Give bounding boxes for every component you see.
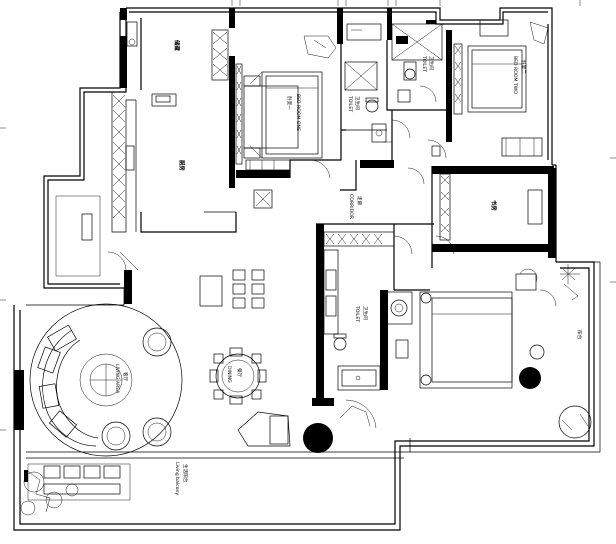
master-balcony-label: 阳台 xyxy=(576,330,583,340)
bedroom-one-en: BED ROOM ONE xyxy=(295,94,301,131)
toilet-one-cn: 卫生间 xyxy=(354,96,361,110)
door-swings xyxy=(119,119,447,271)
balcony-en: Living balcony xyxy=(174,462,180,495)
living-en: LIVING AREA xyxy=(114,364,120,394)
toilet-one-en: TOILET xyxy=(347,95,353,112)
storage-label: 储藏 xyxy=(173,39,181,51)
master-bath-cn: 卫生间 xyxy=(362,306,369,320)
corridor-cn: 走廊 xyxy=(356,196,363,206)
master-bedroom xyxy=(395,268,557,389)
bedroom-two-cn: 卧室二 xyxy=(520,60,527,74)
living-balcony: 生活阳台 Living balcony xyxy=(20,462,189,516)
corridor-en: CORRIDOR xyxy=(348,194,354,220)
study-room: 书房 xyxy=(435,173,543,255)
master-bath-en: TOILET xyxy=(354,305,360,322)
bath-two: 卫生间 TOILET xyxy=(391,23,443,103)
bedroom-two: 卧室二 BED ROOM TWO xyxy=(431,19,549,157)
island-table xyxy=(199,269,265,309)
bedroom-one-cn: 卧室一 xyxy=(286,96,293,110)
living-cn: 客厅 xyxy=(122,372,129,382)
solid-wall-blocks xyxy=(14,8,556,430)
kitchen-counter-pattern xyxy=(112,94,126,219)
kitchen: 厨房 储藏 xyxy=(55,39,186,277)
bath-two-en: TOILET xyxy=(421,55,427,72)
kitchen-label: 厨房 xyxy=(178,160,186,171)
balcony-cn: 生活阳台 xyxy=(182,464,189,483)
living-room: 客厅 LIVING AREA xyxy=(27,303,183,501)
dimension-ticks xyxy=(0,0,616,431)
piano-corner xyxy=(237,399,377,453)
corridor: 走廊 CORRIDOR xyxy=(348,194,413,255)
bedroom-two-en: BED ROOM TWO xyxy=(512,56,518,94)
dining-table: 餐厅 DINING xyxy=(209,347,267,405)
master-bath: 卫生间 TOILET xyxy=(323,231,413,391)
master-balcony: 阳台 xyxy=(558,264,592,439)
bath-two-cn: 卫生间 xyxy=(428,56,435,70)
utility-room xyxy=(126,21,229,81)
study-label: 书房 xyxy=(490,200,498,211)
toilet-one: 卫生间 TOILET xyxy=(344,23,387,143)
bedroom-one: 卧室一 BED ROOM ONE xyxy=(235,35,337,209)
dining-en: DINING xyxy=(226,366,232,383)
dining-cn: 餐厅 xyxy=(236,368,243,378)
